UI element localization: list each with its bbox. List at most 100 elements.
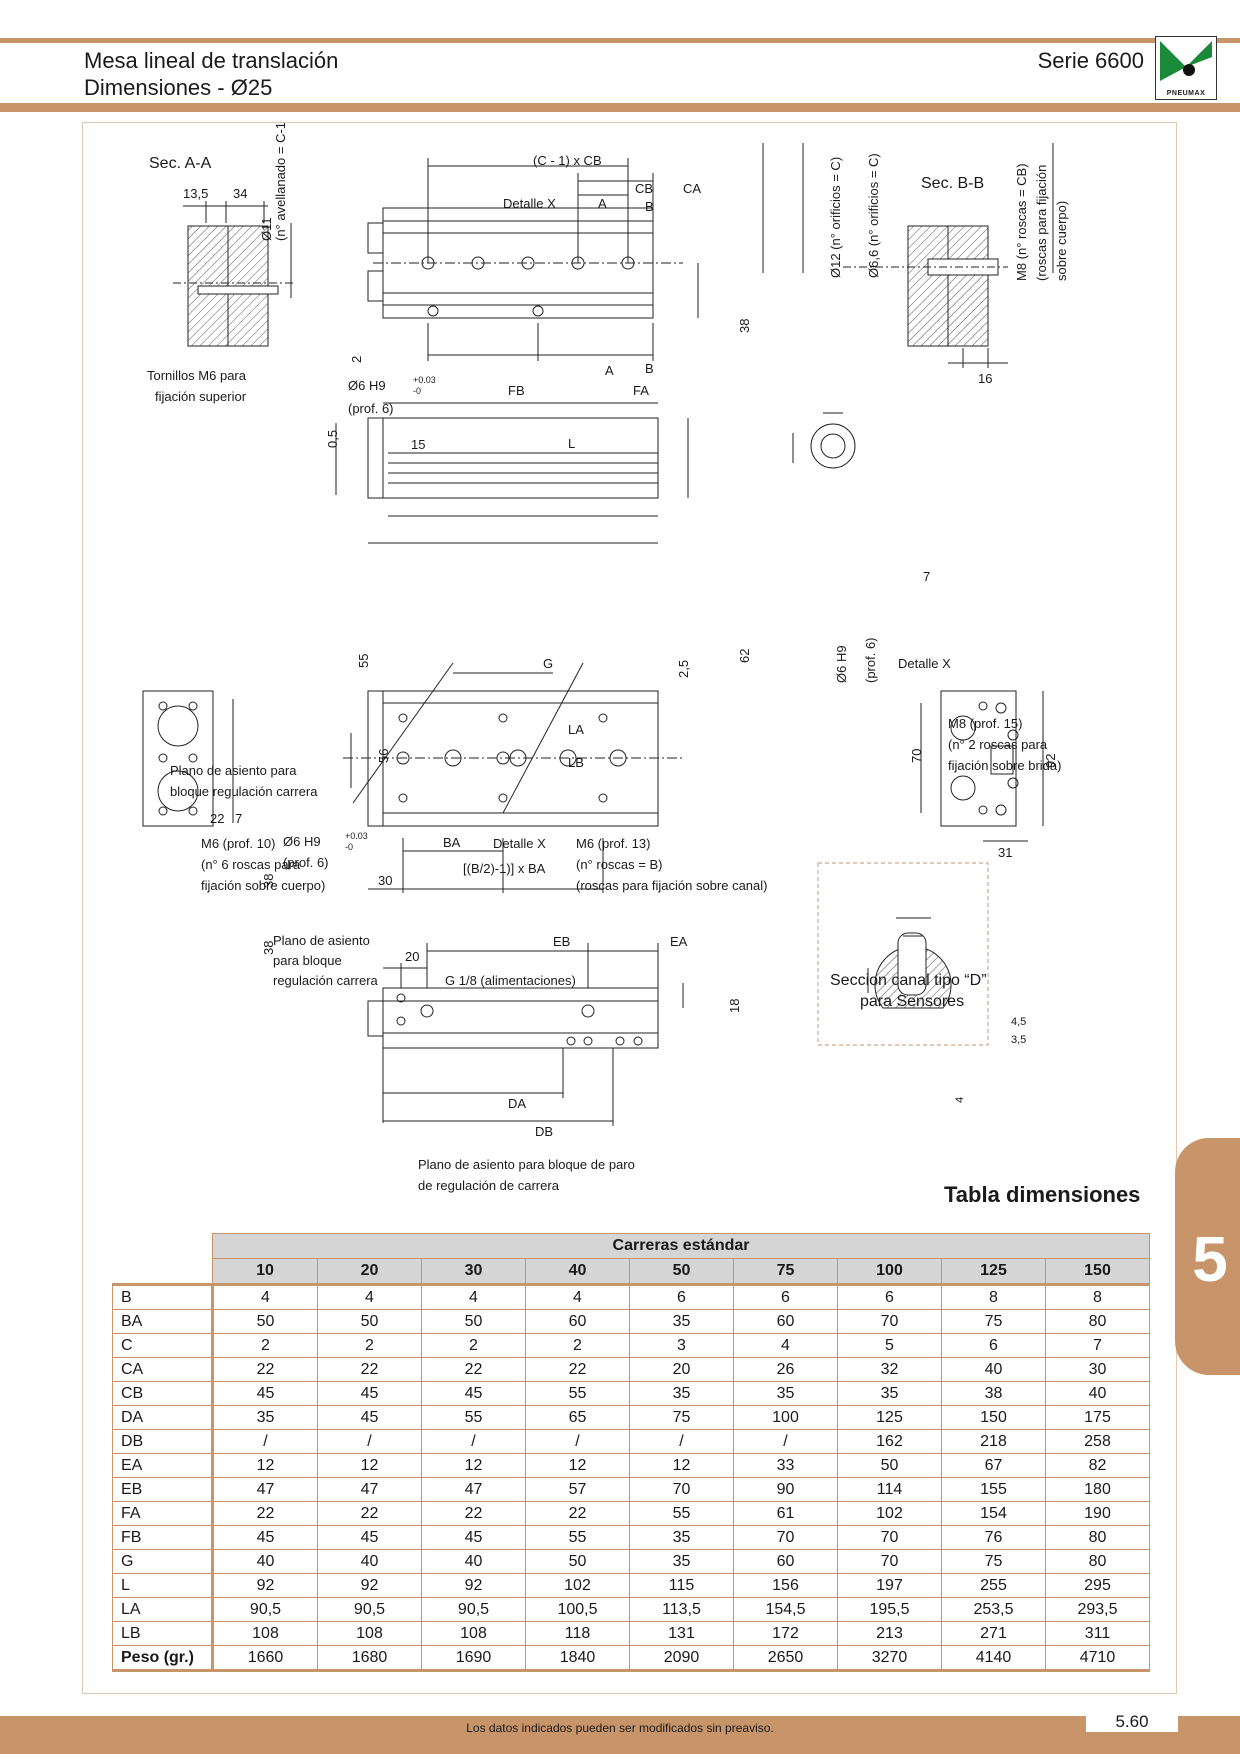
table-cell: 60 [733,1549,838,1574]
table-cell: 108 [212,1621,318,1646]
page-title: Mesa lineal de translación [84,48,339,73]
table-cell: 70 [733,1525,838,1550]
table-cell: 12 [525,1453,630,1478]
table-cell: 197 [837,1573,942,1598]
table-cell: 218 [941,1429,1046,1454]
table-cell: 6 [941,1333,1046,1358]
table-cell: 33 [733,1453,838,1478]
label-sec-aa: Sec. A-A [149,155,212,172]
label-fij-cuerpo: fijación sobre cuerpo) [201,878,325,893]
label-g18: G 1/8 (alimentaciones) [445,973,576,988]
table-cell: 47 [317,1477,422,1502]
table-row-label: Peso (gr.) [112,1645,214,1672]
table-cell: 30 [1045,1357,1150,1382]
label-n6-roscas: (n° 6 roscas para [201,857,301,872]
section-tab [1175,1138,1240,1375]
table-cell: 35 [733,1381,838,1406]
table-cell: / [525,1429,630,1454]
table-row-label: LB [112,1621,214,1646]
detalle-x-circle [810,423,856,469]
label-l: L [568,436,575,451]
table-cell: 50 [421,1309,526,1334]
table-column-header: 150 [1045,1258,1150,1285]
table-cell: 92 [421,1573,526,1598]
table-cell: 4 [317,1283,422,1310]
label-da: DA [508,1096,526,1111]
table-cell: 12 [421,1453,526,1478]
table-row-label: FB [112,1525,214,1550]
table-column-header: 100 [837,1258,942,1285]
table-cell: 6 [837,1283,942,1310]
label-plano2c: regulación carrera [273,973,379,988]
table-cell: 45 [317,1405,422,1430]
table-cell: 108 [421,1621,526,1646]
table-cell: 92 [317,1573,422,1598]
table-cell: 55 [525,1381,630,1406]
table-cell: 2650 [733,1645,838,1672]
label-15: 15 [411,437,425,452]
table-cell: 35 [629,1309,734,1334]
label-la: LA [568,722,584,737]
label-92: 92 [1043,754,1058,768]
table-title: Tabla dimensiones [944,1182,1141,1207]
table-cell: 150 [941,1405,1046,1430]
table-cell: 180 [1045,1477,1150,1502]
table-cell: 22 [421,1357,526,1382]
label-18: 18 [727,999,742,1013]
table-cell: 1690 [421,1645,526,1672]
label-o66: Ø6,6 (n° orificios = C) [866,153,881,278]
table-cell: 75 [941,1309,1046,1334]
page-subtitle: Dimensiones - Ø25 [84,75,273,100]
label-plano1a: Plano de asiento para [170,763,297,778]
table-cell: 4140 [941,1645,1046,1672]
table-cell: 4 [525,1283,630,1310]
table-cell: 40 [317,1549,422,1574]
end-view-right [940,690,1017,827]
table-cell: 45 [212,1525,318,1550]
label-b-top: B [645,199,654,214]
label-eb: EB [553,934,570,949]
table-cell: 4 [733,1333,838,1358]
label-4: 4 [954,1097,966,1103]
table-cell: 32 [837,1357,942,1382]
label-detx-title: Detalle X [898,656,951,671]
label-plano2b: para bloque [273,953,342,968]
table-cell: 70 [837,1525,942,1550]
label-detalle-x-2: Detalle X [493,836,546,851]
table-cell: 156 [733,1573,838,1598]
table-column-header: 30 [421,1258,526,1285]
table-cell: 5 [837,1333,942,1358]
series-label: Serie 6600 [1037,48,1144,73]
page-number: 5.60 [1115,1712,1149,1731]
table-row-label: CB [112,1381,214,1406]
technical-drawing: Sec. A-A 13,5 34 Ø11 (n° avellanado = C-… [142,123,1069,1193]
table-cell: 90,5 [317,1597,422,1622]
label-g: G [543,656,553,671]
label-38-a: 38 [261,874,276,888]
label-22: 22 [210,811,224,826]
table-row-label: G [112,1549,214,1574]
table-cell: 50 [525,1549,630,1574]
table-cell: 115 [629,1573,734,1598]
table-row-label: EB [112,1477,214,1502]
table-cell: 295 [1045,1573,1150,1598]
table-cell: / [421,1429,526,1454]
table-cell: / [629,1429,734,1454]
table-cell: 100,5 [525,1597,630,1622]
table-cell: 3 [629,1333,734,1358]
table-cell: 20 [629,1357,734,1382]
table-cell: 22 [525,1501,630,1526]
label-tornillos-2: fijación superior [155,389,247,404]
table-cell: 195,5 [837,1597,942,1622]
table-cell: 114 [837,1477,942,1502]
table-cell: 80 [1045,1549,1150,1574]
table-cell: 57 [525,1477,630,1502]
table-cell: 40 [1045,1381,1150,1406]
table-cell: 213 [837,1621,942,1646]
table-cell: 45 [421,1525,526,1550]
label-tol-minus-2: -0 [345,842,353,852]
